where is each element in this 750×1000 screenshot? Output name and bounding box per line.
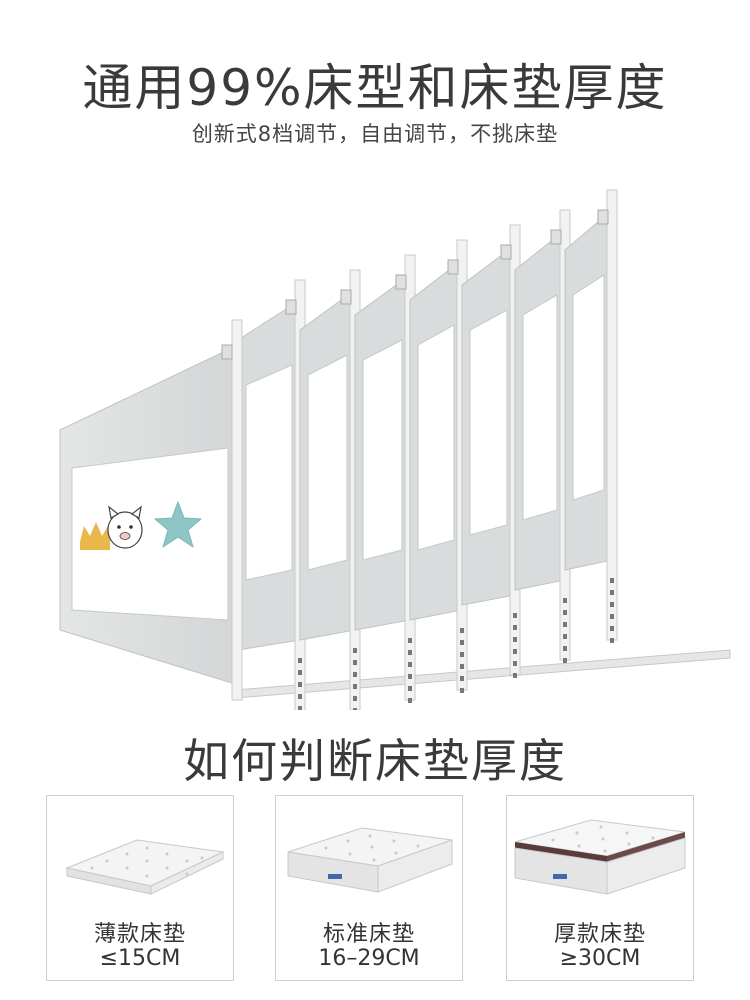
rail-panel xyxy=(299,269,361,710)
base-bar xyxy=(234,649,731,699)
mattress-type-label: 标准床垫 xyxy=(322,922,415,947)
crown-icon xyxy=(80,522,110,550)
thick-mattress-image xyxy=(514,819,686,895)
mattress-card-thin: 薄款床垫 ≤15CM xyxy=(46,795,234,981)
rail-pole xyxy=(231,319,243,701)
mattress-thickness-range: 16–29CM xyxy=(318,946,420,971)
rail-pole xyxy=(606,189,618,641)
rail-panel xyxy=(514,209,571,663)
front-rail-panel xyxy=(59,319,243,701)
bed-rail-illustration xyxy=(59,189,731,710)
mattress-card-thick: 厚款床垫 ≥30CM xyxy=(506,795,694,981)
page-subtitle: 创新式8档调节，自由调节，不挑床垫 xyxy=(191,122,559,146)
section-title: 如何判断床垫厚度 xyxy=(183,734,567,788)
standard-mattress-image xyxy=(287,827,453,893)
pig-face-icon xyxy=(107,505,143,549)
thin-mattress-image xyxy=(65,839,225,895)
mattress-thickness-range: ≥30CM xyxy=(559,946,641,971)
rail-panel xyxy=(564,189,618,643)
mattress-type-label: 厚款床垫 xyxy=(553,922,646,947)
page-title: 通用99%床型和床垫厚度 xyxy=(82,59,668,117)
mattress-type-label: 薄款床垫 xyxy=(93,922,186,947)
rail-panel xyxy=(409,239,468,693)
rail-panel xyxy=(237,279,306,710)
mattress-card-standard: 标准床垫 16–29CM xyxy=(275,795,463,981)
star-icon xyxy=(154,501,202,548)
rail-panel xyxy=(354,254,416,703)
mattress-thickness-range: ≤15CM xyxy=(99,946,181,971)
mattress-cards: 薄款床垫 ≤15CM 标准床垫 16–29CM xyxy=(46,795,696,985)
rail-panel xyxy=(461,224,521,678)
